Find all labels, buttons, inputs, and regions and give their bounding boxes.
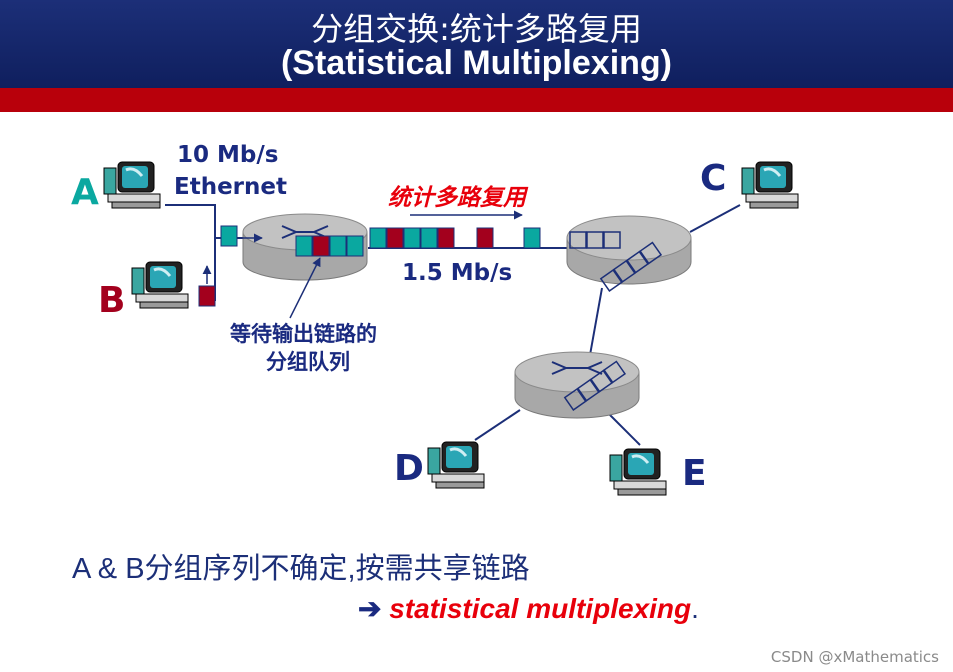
host-label-b: B	[98, 280, 126, 321]
link-router2-c	[689, 204, 741, 233]
caption-period: .	[691, 593, 699, 624]
computer-a-icon	[102, 160, 162, 210]
link-router2-router3	[589, 287, 603, 356]
link-router3-e	[604, 409, 641, 446]
host-label-d: D	[394, 448, 424, 489]
title-banner	[0, 0, 953, 88]
queue-label-line2: 分组队列	[266, 350, 350, 374]
right-arrow-icon: ➔	[358, 593, 382, 624]
slide-title: 分组交换:统计多路复用	[311, 10, 642, 48]
packets-on-link	[369, 227, 541, 249]
router-bottom	[514, 351, 640, 419]
queue-router-bottom	[563, 360, 627, 411]
packet-from-b	[198, 285, 216, 307]
router-right	[566, 215, 692, 285]
host-label-e: E	[682, 453, 707, 494]
queue-label-line1: 等待输出链路的	[230, 322, 377, 346]
caption-emphasis: statistical multiplexing	[389, 593, 692, 624]
host-label-a: A	[71, 172, 99, 213]
caption-text: A & B分组序列不确定,按需共享链路	[72, 553, 530, 585]
computer-b-icon	[130, 260, 190, 310]
output-queue-router-left	[295, 235, 364, 257]
packet-from-a	[220, 225, 238, 247]
watermark: CSDN @xMathematics	[770, 648, 939, 666]
computer-c-icon	[740, 160, 800, 210]
network-diagram	[102, 160, 800, 497]
link-speed-label: 1.5 Mb/s	[402, 260, 513, 286]
computer-e-icon	[608, 447, 668, 497]
stat-mux-label: 统计多路复用	[388, 185, 526, 211]
title-accent-bar	[0, 88, 953, 112]
computer-d-icon	[426, 440, 486, 490]
caption-conclusion: ➔ statistical multiplexing.	[358, 592, 699, 625]
host-label-c: C	[700, 158, 727, 199]
link-router3-d	[474, 409, 521, 441]
queue-pointer-arrow	[289, 257, 321, 319]
ethernet-label: Ethernet	[174, 174, 287, 200]
ethernet-speed-label: 10 Mb/s	[177, 142, 279, 168]
queue-router-right	[569, 231, 663, 292]
slide-subtitle: (Statistical Multiplexing)	[280, 44, 673, 82]
